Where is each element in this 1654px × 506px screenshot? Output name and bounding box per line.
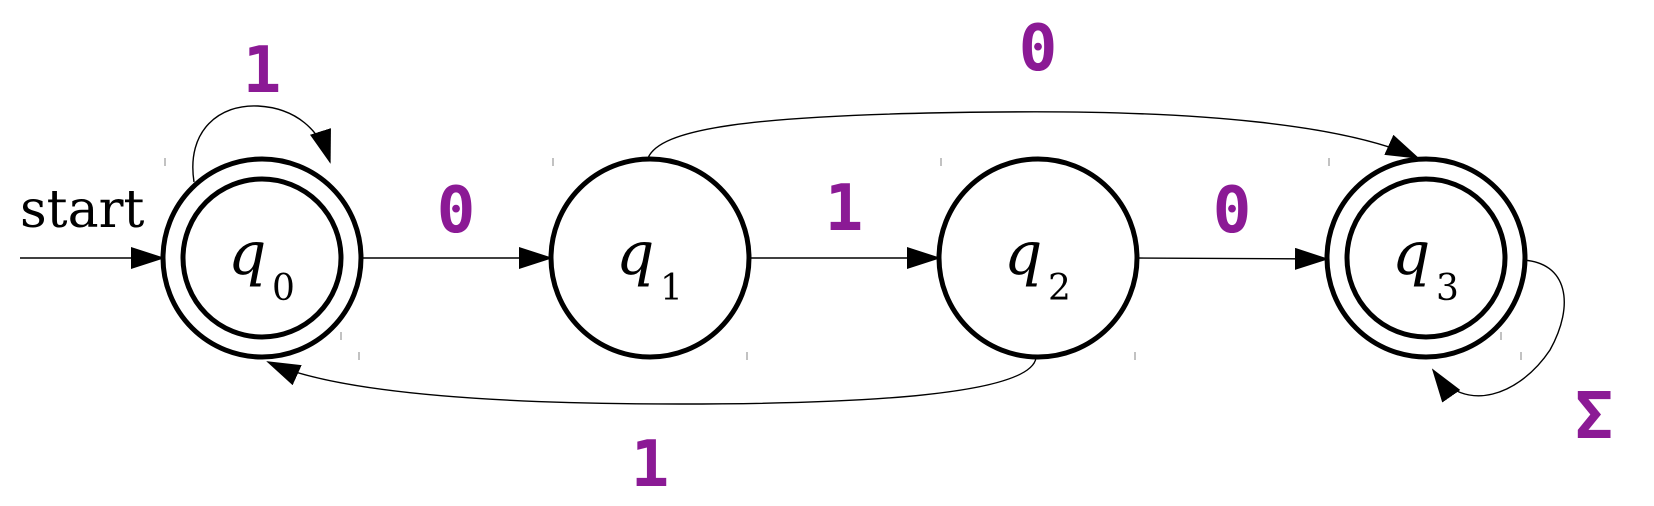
edges bbox=[20, 105, 1565, 405]
edge-label-q1-q2: 1 bbox=[825, 172, 864, 246]
edge-q2-q3 bbox=[1136, 247, 1329, 270]
state-name: q bbox=[1392, 219, 1430, 289]
state-name: q bbox=[616, 219, 654, 289]
edge-label-q1-q3: 0 bbox=[1019, 12, 1058, 86]
state-subscript: 0 bbox=[272, 268, 295, 309]
state-name: q bbox=[1004, 219, 1042, 289]
edge-label-q2-q0: 1 bbox=[631, 428, 670, 502]
edge-label-q2-q3: 0 bbox=[1213, 174, 1252, 248]
edge-q0-q0 bbox=[192, 105, 331, 183]
state-subscript: 2 bbox=[1048, 268, 1071, 309]
state-ring bbox=[936, 156, 1140, 360]
state-inner-ring bbox=[1344, 176, 1508, 340]
state-subscript: 1 bbox=[660, 268, 683, 309]
edge-q1-q3 bbox=[647, 111, 1420, 159]
edge-label-q3-q3: Σ bbox=[1575, 380, 1614, 454]
state-q3[interactable]: q 3 bbox=[1324, 156, 1528, 360]
state-subscript: 3 bbox=[1436, 268, 1459, 309]
edge-label-q0-q0: 1 bbox=[243, 34, 282, 108]
state-inner-ring bbox=[180, 176, 344, 340]
edge-label-q0-q1: 0 bbox=[437, 174, 476, 248]
edge-labels: 1 0 1 0 0 1 Σ bbox=[243, 12, 1614, 502]
edge-q2-q0 bbox=[266, 357, 1037, 405]
start-label: start bbox=[20, 180, 144, 240]
state-q0[interactable]: q 0 bbox=[160, 156, 364, 360]
state-q2[interactable]: q 2 bbox=[936, 156, 1140, 360]
state-q1[interactable]: q 1 bbox=[548, 156, 752, 360]
tick-marks bbox=[164, 158, 1522, 360]
state-ring bbox=[548, 156, 752, 360]
state-name: q bbox=[228, 219, 266, 289]
edge-q3-q3 bbox=[1431, 259, 1565, 403]
